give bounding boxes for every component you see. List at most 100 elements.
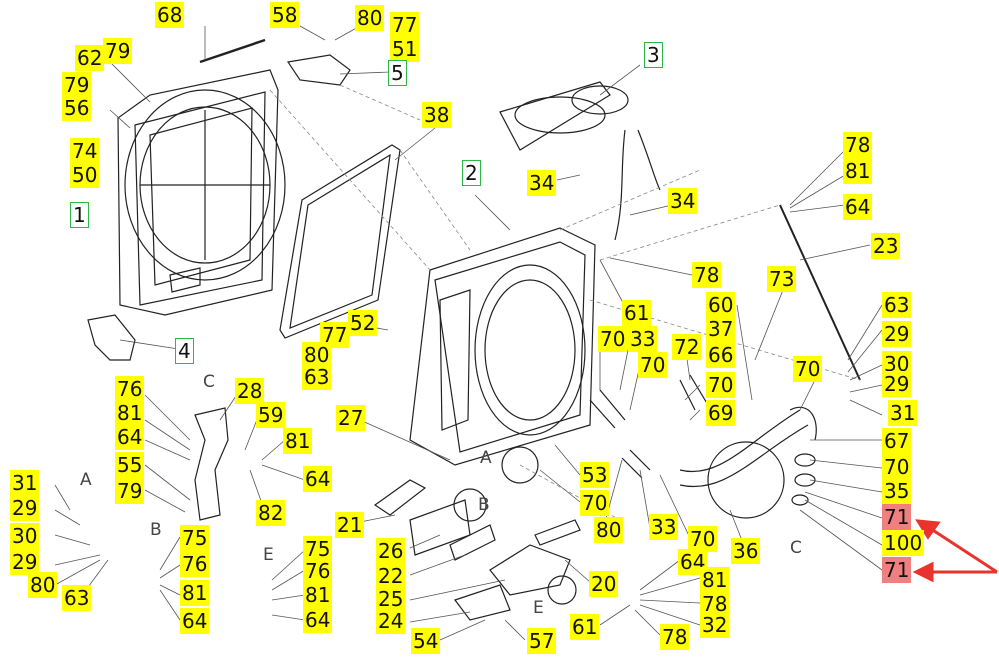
part-callout: 75 (303, 536, 333, 562)
part-callout: 21 (335, 512, 365, 538)
part-callout: 59 (256, 402, 286, 428)
part-callout: 53 (580, 462, 610, 488)
section-letter: C (203, 372, 215, 392)
bracket (87, 314, 136, 361)
fan-shroud (117, 69, 286, 316)
part-callout: 24 (376, 608, 406, 634)
part-callout: 20 (589, 571, 619, 597)
part-callout: 64 (180, 608, 210, 634)
frame-20 (534, 519, 581, 546)
part-callout: 23 (871, 233, 901, 259)
part-callout: 81 (843, 158, 873, 184)
part-callout: 81 (180, 580, 210, 606)
part-callout: 30 (10, 523, 40, 549)
part-callout: 27 (336, 405, 366, 431)
section-letter: A (80, 470, 92, 490)
part-callout: 64 (678, 549, 708, 575)
part-callout: 52 (348, 310, 378, 336)
part-callout: 29 (882, 371, 912, 397)
part-callout-highlighted: 71 (882, 504, 912, 530)
part-callout: 76 (115, 376, 145, 402)
assembly-callout: 2 (462, 160, 481, 186)
part-callout: 70 (688, 526, 718, 552)
part-callout: 80 (302, 342, 332, 368)
frame-21 (373, 479, 427, 516)
seal-frame (279, 144, 401, 339)
part-callout: 64 (843, 194, 873, 220)
part-callout: 80 (355, 5, 385, 31)
part-callout: 35 (882, 478, 912, 504)
part-callout: 29 (10, 549, 40, 575)
tie-rod (779, 204, 861, 381)
part-callout: 80 (594, 517, 624, 543)
part-callout: 70 (638, 352, 668, 378)
part-callout: 33 (628, 326, 658, 352)
frame-26 (409, 499, 471, 556)
cap (286, 54, 351, 86)
detail-b (453, 488, 487, 522)
part-callout: 66 (706, 342, 736, 368)
part-callout: 61 (570, 614, 600, 640)
part-callout: 79 (115, 478, 145, 504)
hoses (589, 374, 817, 506)
part-callout: 77 (390, 12, 420, 38)
part-callout: 26 (376, 538, 406, 564)
part-callout: 79 (62, 72, 92, 98)
part-callout: 63 (882, 292, 912, 318)
part-callout: 31 (888, 400, 918, 426)
part-callout: 31 (10, 470, 40, 496)
section-letter: A (480, 448, 492, 468)
part-callout: 75 (180, 525, 210, 551)
part-callout: 28 (235, 378, 265, 404)
part-callout: 64 (303, 466, 333, 492)
part-callout: 63 (302, 364, 332, 390)
part-callout: 29 (882, 321, 912, 347)
part-callout: 60 (706, 292, 736, 318)
part-callout: 68 (155, 2, 185, 28)
part-callout-highlighted: 71 (882, 557, 912, 583)
part-callout: 72 (672, 334, 702, 360)
detail-c (707, 441, 785, 519)
rod (199, 38, 266, 64)
bracket-28 (194, 407, 229, 521)
part-callout: 73 (767, 266, 797, 292)
section-letter: C (790, 538, 802, 558)
radiator-housing (409, 227, 596, 466)
part-callout: 79 (103, 38, 133, 64)
part-callout: 22 (376, 563, 406, 589)
part-callout: 70 (598, 326, 628, 352)
part-callout: 25 (376, 586, 406, 612)
part-callout: 32 (700, 612, 730, 638)
section-letter: E (263, 545, 274, 565)
section-letter: E (533, 598, 544, 618)
part-callout: 63 (62, 585, 92, 611)
part-callout: 76 (303, 558, 333, 584)
part-callout: 70 (793, 356, 823, 382)
assembly-callout: 4 (175, 338, 194, 364)
part-callout: 29 (10, 495, 40, 521)
part-callout: 81 (283, 428, 313, 454)
part-callout: 34 (527, 170, 557, 196)
part-callout: 36 (731, 538, 761, 564)
detail-a (501, 446, 539, 484)
part-callout: 38 (422, 102, 452, 128)
assembly-callout: 5 (388, 60, 407, 86)
part-callout: 69 (706, 400, 736, 426)
part-callout: 67 (882, 428, 912, 454)
bracket-24 (454, 584, 511, 621)
part-callout: 81 (115, 400, 145, 426)
section-letter: B (478, 495, 490, 515)
part-callout: 64 (303, 607, 333, 633)
part-callout: 78 (660, 624, 690, 650)
part-callout: 61 (622, 300, 652, 326)
part-callout: 70 (580, 490, 610, 516)
assembly-callout: 3 (644, 42, 663, 68)
alert-arrows (912, 519, 998, 583)
part-callout: 76 (180, 551, 210, 577)
part-callout: 56 (62, 95, 92, 121)
part-callout: 80 (28, 572, 58, 598)
part-callout: 58 (270, 2, 300, 28)
frame-22 (449, 524, 496, 561)
